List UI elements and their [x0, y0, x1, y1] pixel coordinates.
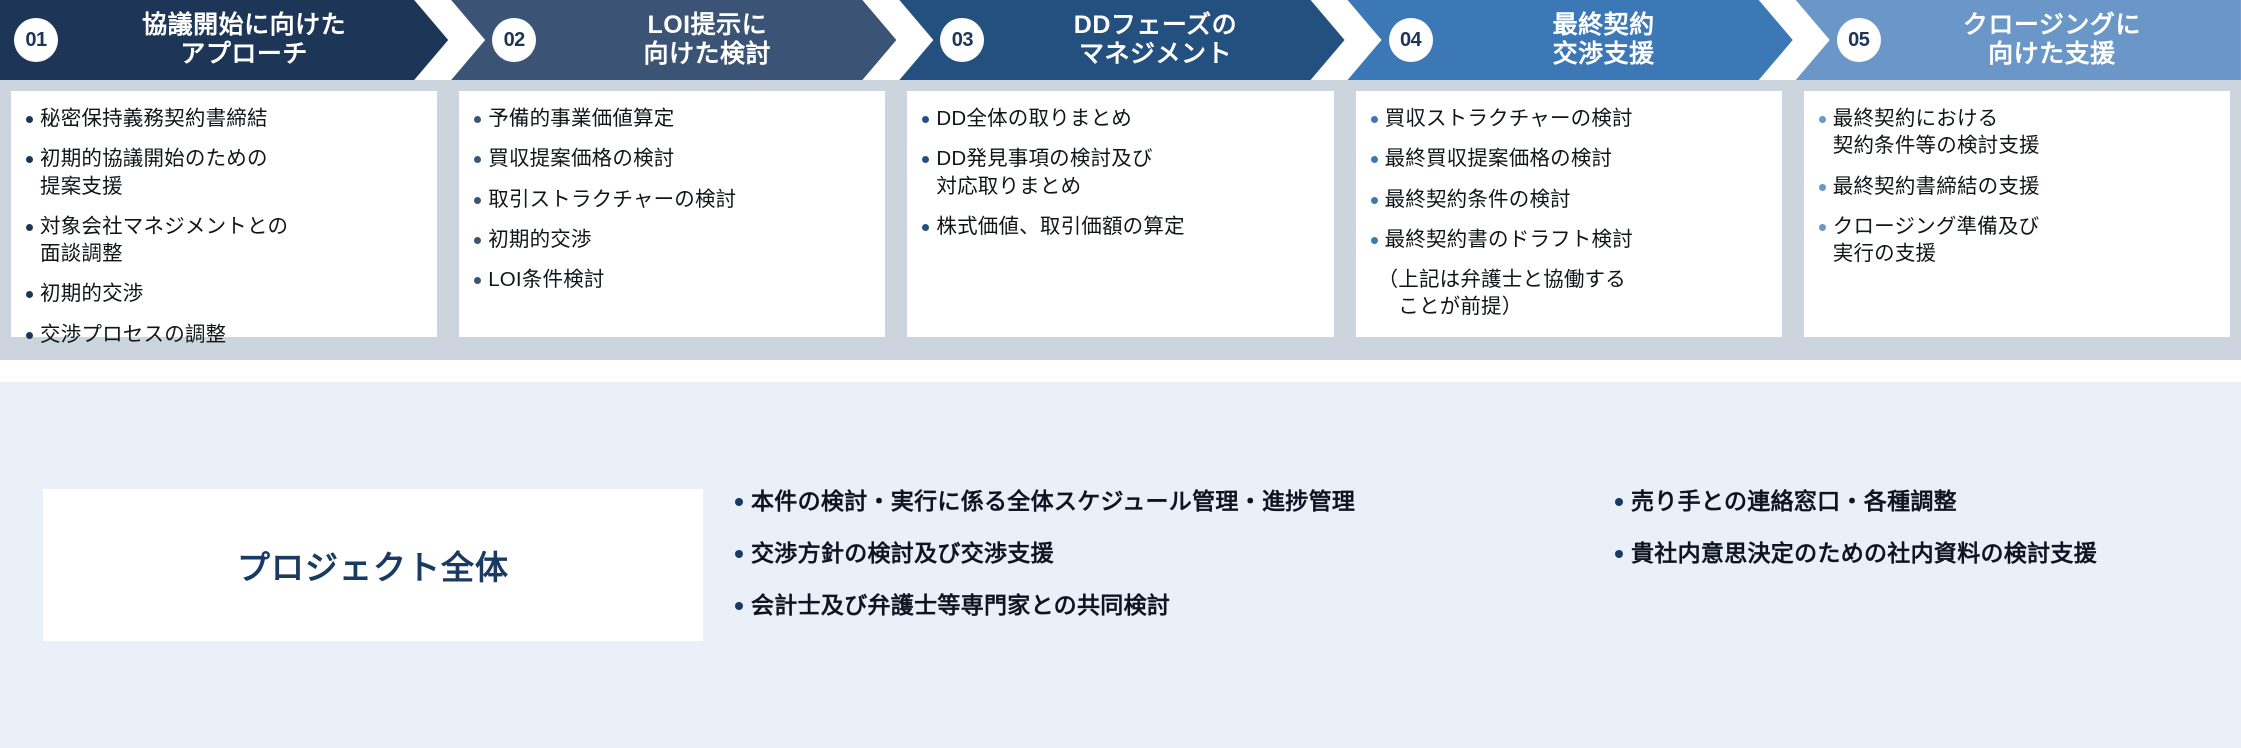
overall-item: 会計士及び弁護士等専門家との共同検討	[733, 591, 1613, 621]
stage-item: 秘密保持義務契約書締結	[23, 105, 425, 132]
stage-item: 最終契約における 契約条件等の検討支援	[1816, 105, 2218, 160]
stage-item: 取引ストラクチャーの検討	[471, 186, 873, 213]
stage-title: 最終契約 交渉支援	[1552, 10, 1655, 69]
overall-item: 本件の検討・実行に係る全体スケジュール管理・進捗管理	[733, 487, 1613, 517]
stage-item: DD発見事項の検討及び 対応取りまとめ	[919, 145, 1321, 200]
overall-list-left: 本件の検討・実行に係る全体スケジュール管理・進捗管理交渉方針の検討及び交渉支援会…	[733, 487, 1613, 621]
project-overall-band: プロジェクト全体 本件の検討・実行に係る全体スケジュール管理・進捗管理交渉方針の…	[0, 382, 2241, 748]
stage-column-05[interactable]: 05 クロージングに 向けた支援最終契約における 契約条件等の検討支援最終契約書締…	[1788, 0, 2241, 360]
stage-item: 買収ストラクチャーの検討	[1368, 105, 1770, 132]
overall-column-left: 本件の検討・実行に係る全体スケジュール管理・進捗管理交渉方針の検討及び交渉支援会…	[733, 487, 1613, 643]
overall-item: 貴社内意思決定のための社内資料の検討支援	[1613, 539, 2241, 569]
stage-card: 秘密保持義務契約書締結初期的協議開始のための 提案支援対象会社マネジメントとの …	[11, 91, 438, 346]
stage-item: 予備的事業価値算定	[471, 105, 873, 132]
overall-column-right: 売り手との連絡窓口・各種調整貴社内意思決定のための社内資料の検討支援	[1613, 487, 2241, 591]
stage-item: 最終買収提案価格の検討	[1368, 145, 1770, 172]
stage-note: （上記は弁護士と協働する ことが前提）	[1377, 268, 1626, 319]
stage-title: LOI提示に 向けた検討	[643, 10, 772, 69]
stage-number-badge: 02	[492, 18, 537, 62]
stage-chevron-shape	[0, 0, 448, 80]
stage-item-list: 最終契約における 契約条件等の検討支援最終契約書締結の支援クロージング準備及び …	[1816, 105, 2218, 267]
stage-item-list: 買収ストラクチャーの検討最終買収提案価格の検討最終契約条件の検討最終契約書のドラ…	[1368, 105, 1770, 321]
stage-item: 初期的交渉	[471, 226, 873, 253]
overall-item: 売り手との連絡窓口・各種調整	[1613, 487, 2241, 517]
stage-column-01[interactable]: 01 協議開始に向けた アプローチ秘密保持義務契約書締結初期的協議開始のための 提…	[0, 0, 449, 360]
stage-card: 最終契約における 契約条件等の検討支援最終契約書締結の支援クロージング準備及び …	[1803, 91, 2230, 337]
stage-item: 買収提案価格の検討	[471, 145, 873, 172]
stage-number-badge: 04	[1388, 18, 1433, 62]
stage-columns: 01 協議開始に向けた アプローチ秘密保持義務契約書締結初期的協議開始のための 提…	[0, 0, 2241, 360]
stage-header-content: 04 最終契約 交渉支援	[1345, 11, 1793, 70]
stage-panel: 最終契約における 契約条件等の検討支援最終契約書締結の支援クロージング準備及び …	[1792, 80, 2241, 360]
stage-header-02[interactable]: 02 LOI提示に 向けた検討	[444, 0, 896, 80]
stage-number-badge: 05	[1836, 18, 1881, 62]
project-overall-columns: 本件の検討・実行に係る全体スケジュール管理・進捗管理交渉方針の検討及び交渉支援会…	[703, 487, 2241, 643]
stage-panel: DD全体の取りまとめ DD発見事項の検討及び 対応取りまとめ株式価値、取引価額の算…	[896, 80, 1345, 360]
stage-header-content: 02 LOI提示に 向けた検討	[448, 11, 896, 70]
stage-header-05[interactable]: 05 クロージングに 向けた支援	[1788, 0, 2241, 80]
stage-title: DDフェーズの マネジメント	[1073, 10, 1238, 69]
stage-header-content: 05 クロージングに 向けた支援	[1793, 11, 2241, 70]
stage-card: DD全体の取りまとめ DD発見事項の検討及び 対応取りまとめ株式価値、取引価額の算…	[907, 91, 1334, 337]
stage-title: 協議開始に向けた アプローチ	[142, 10, 347, 69]
stage-column-04[interactable]: 04 最終契約 交渉支援買収ストラクチャーの検討最終買収提案価格の検討最終契約条件…	[1340, 0, 1793, 360]
stage-item: 最終契約条件の検討	[1368, 186, 1770, 213]
stage-header-content: 03 DDフェーズの マネジメント	[896, 11, 1344, 70]
stage-number-badge: 03	[940, 18, 985, 62]
stage-item: 最終契約書締結の支援	[1816, 173, 2218, 200]
stage-panel: 秘密保持義務契約書締結初期的協議開始のための 提案支援対象会社マネジメントとの …	[0, 80, 449, 360]
stage-item-list: 秘密保持義務契約書締結初期的協議開始のための 提案支援対象会社マネジメントとの …	[23, 105, 425, 348]
stage-item: 交渉プロセスの調整	[23, 321, 425, 348]
stage-item: DD全体の取りまとめ	[919, 105, 1321, 132]
project-overall-label: プロジェクト全体	[237, 549, 509, 586]
stage-header-04[interactable]: 04 最終契約 交渉支援	[1340, 0, 1793, 80]
stage-column-02[interactable]: 02 LOI提示に 向けた検討予備的事業価値算定買収提案価格の検討取引ストラクチャ…	[444, 0, 897, 360]
stage-card: 買収ストラクチャーの検討最終買収提案価格の検討最終契約条件の検討最終契約書のドラ…	[1355, 91, 1782, 337]
stage-header-content: 01 協議開始に向けた アプローチ	[0, 11, 448, 70]
stage-item: 株式価値、取引価額の算定	[919, 213, 1321, 240]
stage-item: 最終契約書のドラフト検討	[1368, 226, 1770, 253]
stage-item: 初期的交渉	[23, 280, 425, 307]
overall-list-right: 売り手との連絡窓口・各種調整貴社内意思決定のための社内資料の検討支援	[1613, 487, 2241, 569]
stage-item-list: 予備的事業価値算定買収提案価格の検討取引ストラクチャーの検討初期的交渉 LOI条件…	[471, 105, 873, 293]
stage-panel: 買収ストラクチャーの検討最終買収提案価格の検討最終契約条件の検討最終契約書のドラ…	[1344, 80, 1793, 360]
stage-item: クロージング準備及び 実行の支援	[1816, 213, 2218, 268]
overall-item: 交渉方針の検討及び交渉支援	[733, 539, 1613, 569]
stage-number-badge: 01	[14, 18, 58, 62]
stage-item-list: DD全体の取りまとめ DD発見事項の検討及び 対応取りまとめ株式価値、取引価額の算…	[919, 105, 1321, 240]
stage-panel: 予備的事業価値算定買収提案価格の検討取引ストラクチャーの検討初期的交渉 LOI条件…	[448, 80, 897, 360]
stage-item: LOI条件検討	[471, 266, 873, 293]
stage-card: 予備的事業価値算定買収提案価格の検討取引ストラクチャーの検討初期的交渉 LOI条件…	[459, 91, 886, 337]
stage-title: クロージングに 向けた支援	[1962, 10, 2141, 69]
stage-header-01[interactable]: 01 協議開始に向けた アプローチ	[0, 0, 448, 80]
stage-item: 対象会社マネジメントとの 面談調整	[23, 213, 425, 268]
stage-header-03[interactable]: 03 DDフェーズの マネジメント	[892, 0, 1344, 80]
project-overall-box: プロジェクト全体	[43, 489, 703, 641]
stage-item: 初期的協議開始のための 提案支援	[23, 145, 425, 200]
stage-column-03[interactable]: 03 DDフェーズの マネジメント DD全体の取りまとめ DD発見事項の検討及び 対応…	[892, 0, 1345, 360]
